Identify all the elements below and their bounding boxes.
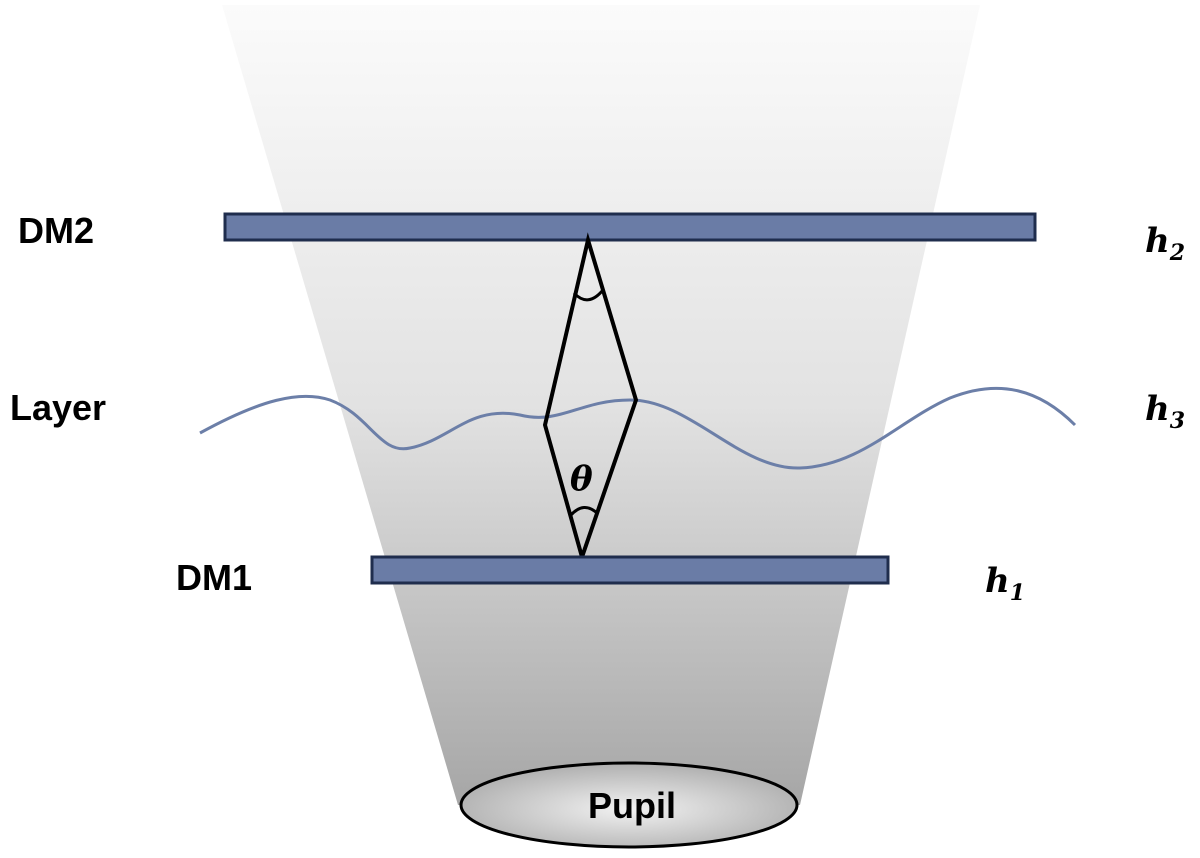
turbulence-layer-wave <box>199 386 1077 470</box>
dm1-label: DM1 <box>176 557 252 598</box>
dm1-mirror <box>370 555 890 585</box>
light-beam-cone <box>222 5 980 805</box>
angle-arc-top <box>572 289 605 302</box>
h3-label: h3 <box>1145 389 1185 434</box>
layer-label: Layer <box>10 387 106 428</box>
h1-label: h1 <box>985 561 1025 606</box>
pupil-label: Pupil <box>588 785 676 826</box>
theta-label: θ <box>570 459 593 499</box>
angle-arc-bottom <box>568 506 600 518</box>
dm2-mirror <box>223 212 1037 242</box>
dm2-label: DM2 <box>18 210 94 251</box>
pupil-ellipse <box>459 761 799 849</box>
h2-label: h2 <box>1145 221 1185 266</box>
